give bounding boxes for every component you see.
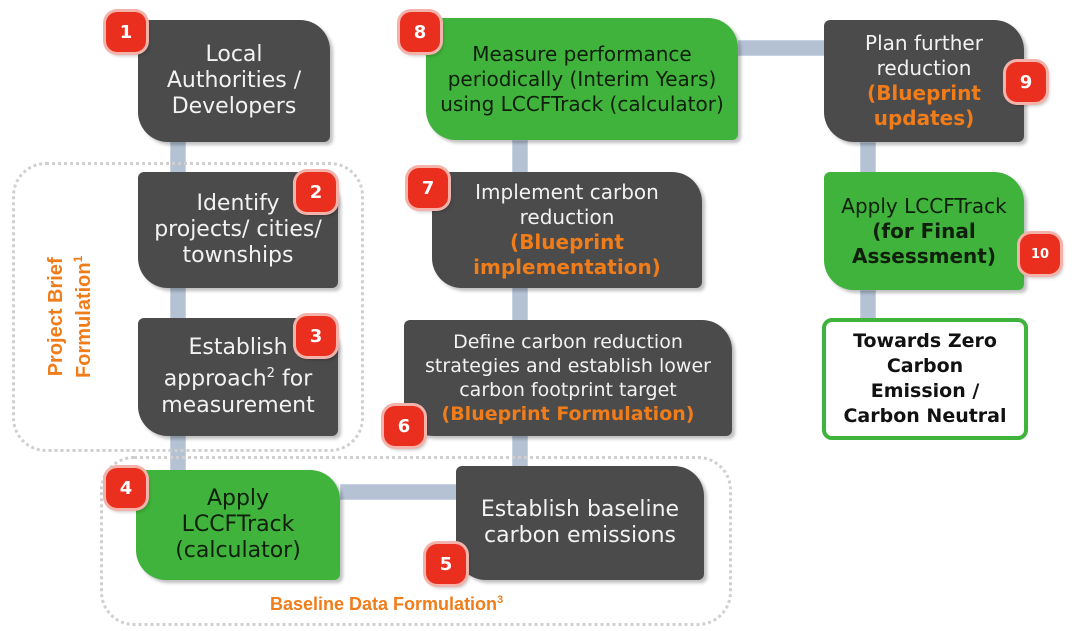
step-10-text: Apply LCCFTrack (for Final Assessment) <box>841 193 1007 268</box>
step-4-text: Apply LCCFTrack (calculator) <box>175 486 301 563</box>
step-2-badge: 2 <box>296 172 336 212</box>
step-3-text: Establish approach2 for measurement <box>161 335 315 418</box>
step-8-box: Measure performance periodically (Interi… <box>426 18 738 140</box>
goal-text: Towards Zero Carbon Emission / Carbon Ne… <box>843 330 1007 427</box>
step-9-badge: 9 <box>1006 62 1046 102</box>
step-9-box: Plan further reduction(Blueprint updates… <box>824 20 1024 142</box>
step-1-badge: 1 <box>106 12 146 52</box>
step-7-text: Implement carbon reduction(Blueprint imp… <box>446 180 688 280</box>
connector-9-10 <box>860 142 876 176</box>
baseline-data-group <box>100 456 732 626</box>
step-7-box: Implement carbon reduction(Blueprint imp… <box>432 172 702 288</box>
step-4-box: Apply LCCFTrack (calculator) <box>136 470 340 580</box>
step-7-highlight: (Blueprint implementation) <box>473 230 661 279</box>
step-8-badge: 8 <box>400 12 440 52</box>
connector-8-9 <box>738 40 826 56</box>
step-6-text: Define carbon reduction strategies and e… <box>418 330 718 426</box>
step-8-text: Measure performance periodically (Interi… <box>440 41 724 116</box>
connector-7-8 <box>512 140 528 176</box>
step-10-badge: 10 <box>1020 234 1060 274</box>
connector-6-7 <box>512 286 528 322</box>
goal-box: Towards Zero Carbon Emission / Carbon Ne… <box>822 318 1028 440</box>
step-10-box: Apply LCCFTrack (for Final Assessment) <box>824 172 1024 290</box>
step-3-badge: 3 <box>296 316 336 356</box>
step-1-text: Local Authorities / Developers <box>166 42 302 119</box>
project-brief-group <box>12 162 364 452</box>
step-6-badge: 6 <box>384 406 424 446</box>
step-2-text: Identify projects/ cities/ townships <box>154 191 322 268</box>
step-6-highlight: (Blueprint Formulation) <box>441 403 695 425</box>
step-5-box: Establish baseline carbon emissions <box>456 466 704 580</box>
step-3-box: Establish approach2 for measurement <box>138 318 338 436</box>
step-2-box: Identify projects/ cities/ townships <box>138 172 338 288</box>
step-9-highlight: (Blueprint updates) <box>867 81 981 130</box>
step-4-badge: 4 <box>106 468 146 508</box>
step-5-badge: 5 <box>426 544 466 584</box>
connector-10-goal <box>860 290 876 320</box>
step-7-badge: 7 <box>408 168 448 208</box>
step-5-text: Establish baseline carbon emissions <box>480 497 680 548</box>
step-1-box: Local Authorities / Developers <box>138 20 330 142</box>
baseline-data-label: Baseline Data Formulation3 <box>270 594 504 614</box>
step-6-box: Define carbon reduction strategies and e… <box>404 320 732 436</box>
step-9-text: Plan further reduction(Blueprint updates… <box>838 31 1010 131</box>
